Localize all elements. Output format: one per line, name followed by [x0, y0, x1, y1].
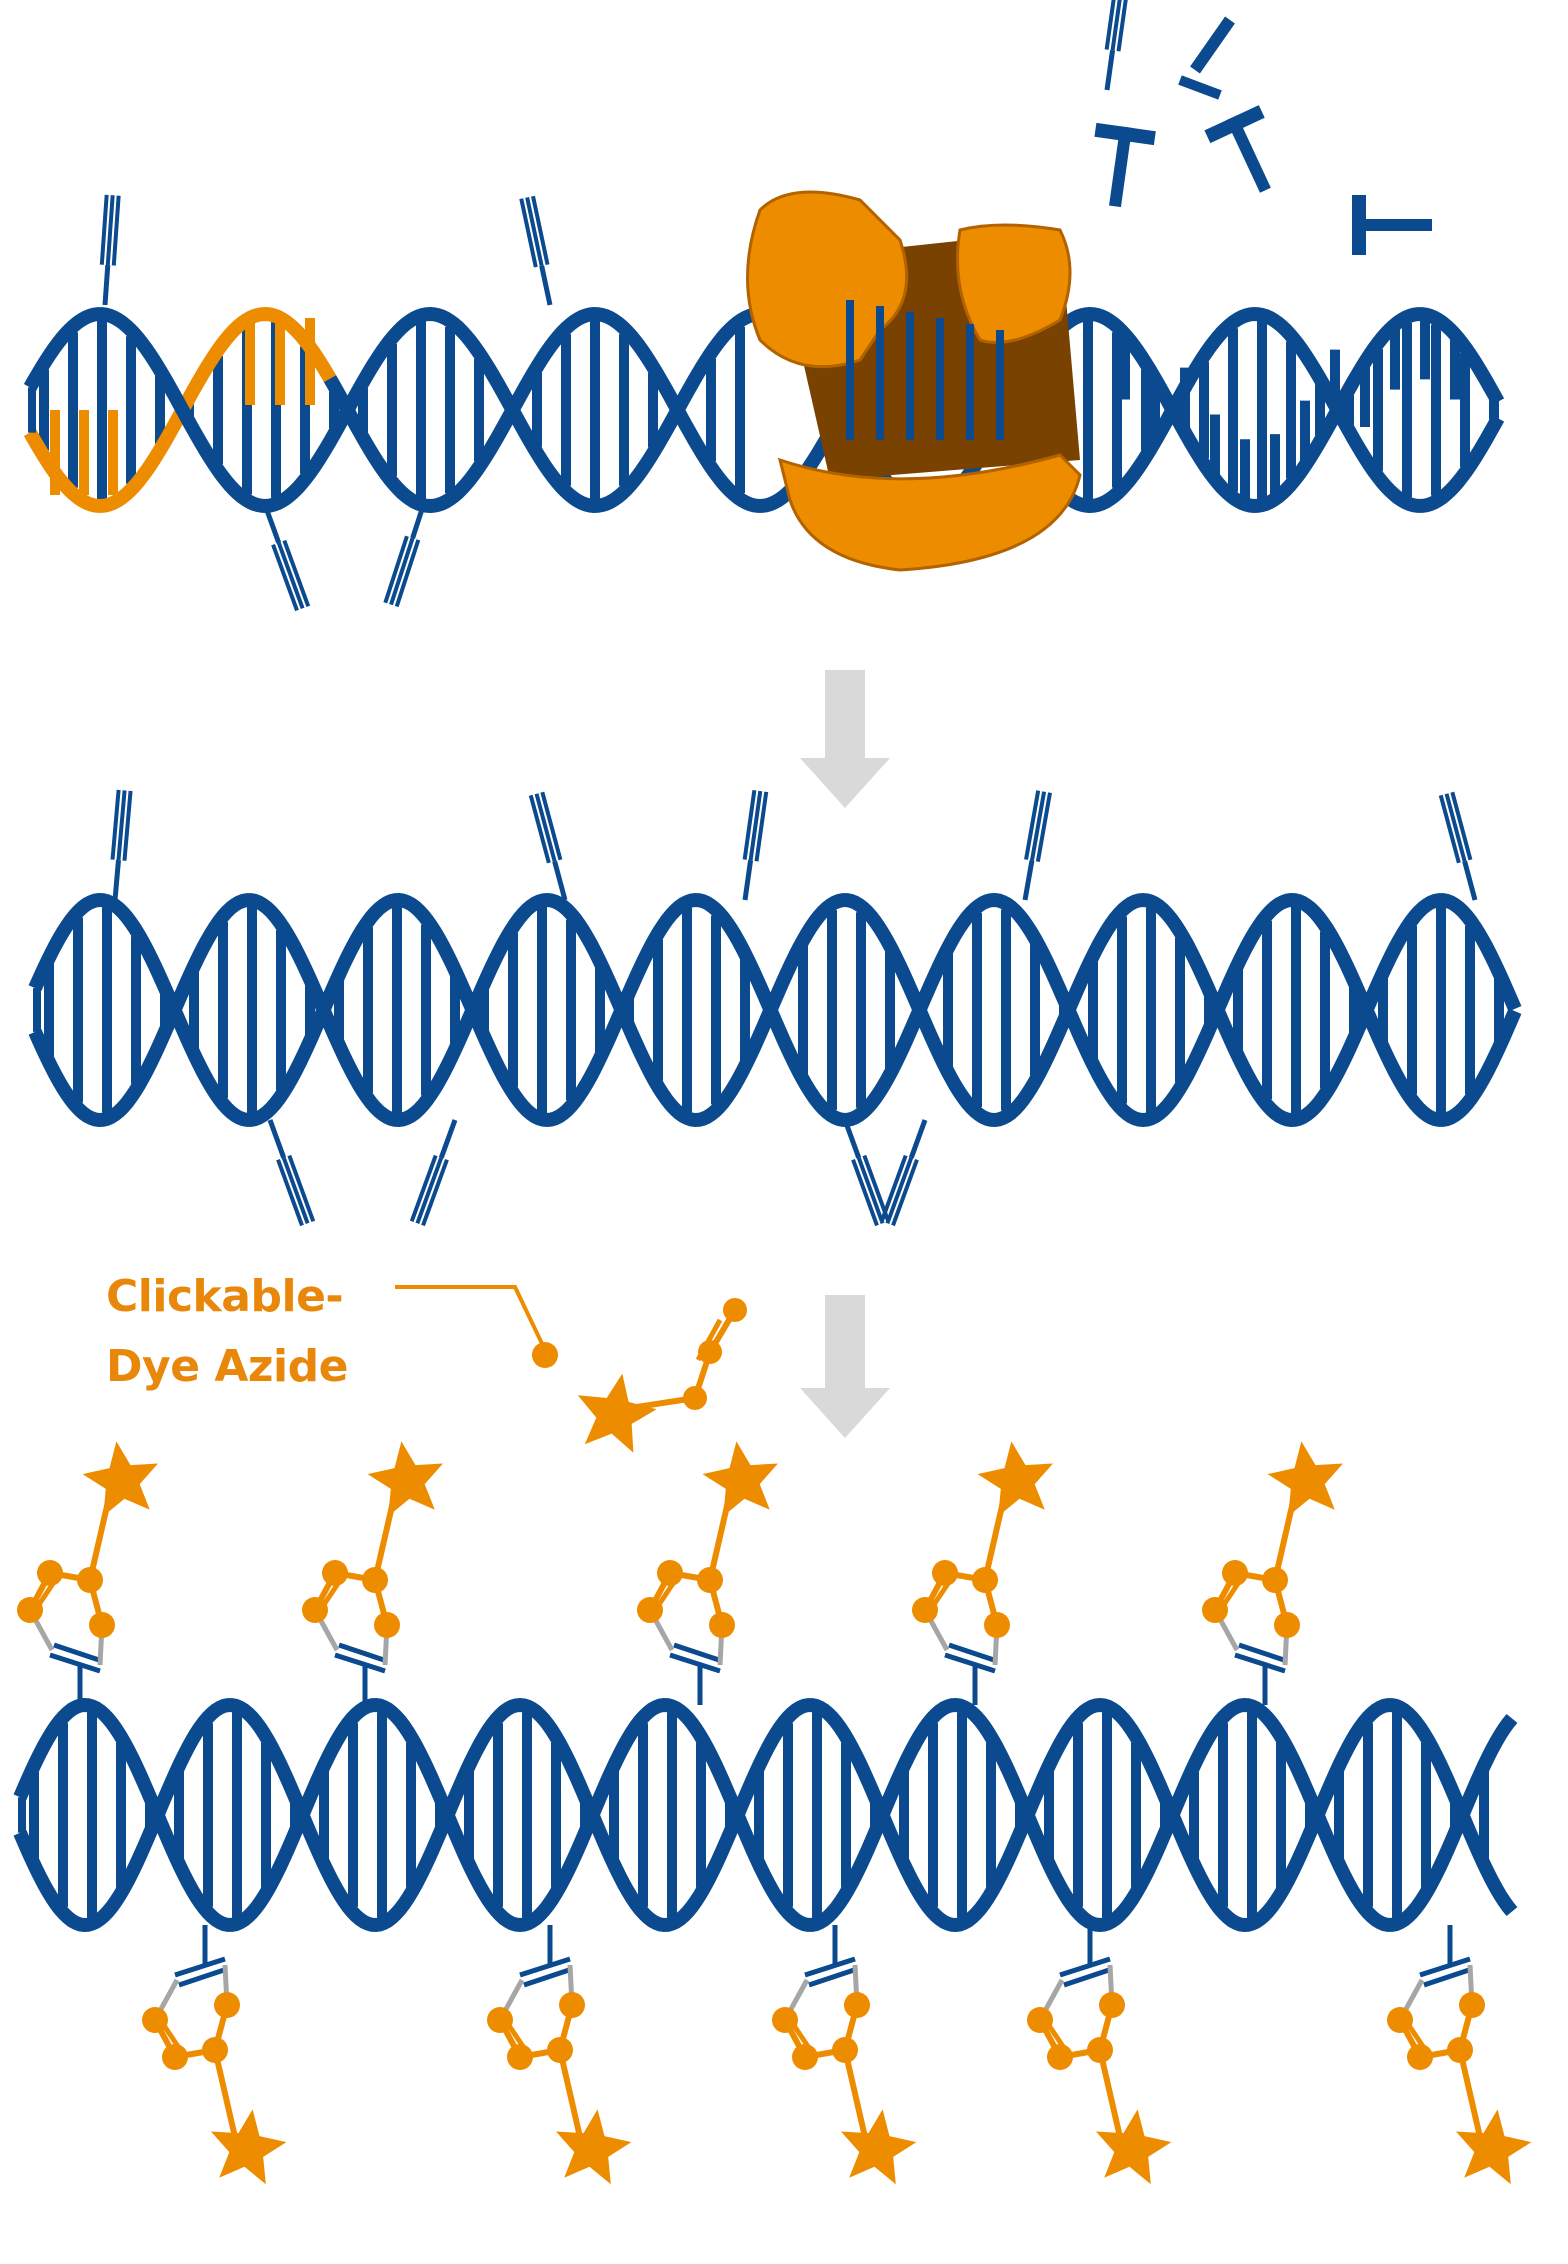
nucleotide-icon	[1190, 16, 1235, 74]
alkyne-icon	[1022, 790, 1052, 901]
atom-node	[214, 1992, 240, 2018]
atom-node	[844, 1992, 870, 2018]
triazole-dye-conjugate	[1027, 1925, 1172, 2185]
atom-node	[932, 1560, 958, 1586]
alkyne-icon	[262, 504, 311, 612]
atom-node	[142, 2007, 168, 2033]
dna-helix-dye-labeled	[13, 1441, 1532, 2185]
azide-icon	[532, 1342, 558, 1368]
star-dye-icon	[841, 2109, 917, 2185]
triazole-dye-conjugate	[772, 1925, 917, 2185]
enzyme-lobe	[777, 453, 1082, 572]
atom-node	[1274, 1612, 1300, 1638]
alkyne-icon	[1438, 791, 1478, 901]
enzyme-lobe	[956, 223, 1072, 344]
alkyne-icon	[267, 1119, 316, 1227]
alkyne-icon	[519, 195, 553, 306]
triazole-dye-conjugate	[1202, 1441, 1343, 1705]
atom-node	[657, 1560, 683, 1586]
free-nucleotides	[1094, 0, 1432, 255]
star-dye-icon	[977, 1441, 1053, 1517]
atom-node	[1027, 2007, 1053, 2033]
down-arrow-icon	[800, 670, 890, 808]
star-dye-icon	[82, 1441, 158, 1517]
dna-strand	[13, 1697, 1518, 1933]
triazole-dye-conjugate	[1387, 1925, 1532, 2185]
polymerase-icon	[746, 190, 1082, 572]
dna-helix-replication	[23, 194, 1505, 612]
down-arrow-icon	[800, 1295, 890, 1438]
alkyne-icon	[409, 1119, 458, 1227]
label-line-2: Dye Azide	[106, 1341, 348, 1392]
dna-strand	[28, 892, 1522, 1128]
alkyne-icon	[742, 789, 769, 901]
alkyne-icon	[879, 1119, 928, 1227]
nucleotide-icon	[1094, 122, 1156, 208]
star-dye-icon	[367, 1441, 443, 1517]
nucleotide-icon	[1352, 195, 1432, 255]
star-dye-icon	[577, 1373, 657, 1453]
alkyne-icon	[528, 791, 568, 901]
atom-node	[322, 1560, 348, 1586]
nucleotide-icon	[1178, 75, 1222, 100]
atom-node	[89, 1612, 115, 1638]
alkyne-icon	[1104, 0, 1128, 91]
alkyne-icon	[110, 789, 133, 901]
atom-node	[507, 2044, 533, 2070]
atom-node	[1047, 2044, 1073, 2070]
atom-node	[1202, 1597, 1228, 1623]
label-leader-line	[395, 1285, 547, 1351]
atom-node	[1407, 2044, 1433, 2070]
alkyne-icon	[383, 499, 428, 608]
triazole-dye-conjugate	[912, 1441, 1053, 1705]
atom-node	[1099, 1992, 1125, 2018]
clickable-dye-azide-label: Clickable- Dye Azide	[106, 1262, 348, 1402]
triazole-dye-conjugate	[302, 1441, 443, 1705]
atom-node	[984, 1612, 1010, 1638]
triazole-dye-conjugate	[637, 1441, 778, 1705]
star-dye-icon	[1456, 2109, 1532, 2185]
triazole-dye-conjugate	[17, 1441, 158, 1705]
nucleotide-icon	[1204, 105, 1271, 193]
enzyme-lobe	[746, 190, 909, 369]
star-dye-icon	[211, 2109, 287, 2185]
atom-node	[912, 1597, 938, 1623]
atom-node	[698, 1340, 722, 1364]
star-dye-icon	[1096, 2109, 1172, 2185]
atom-node	[374, 1612, 400, 1638]
atom-node	[792, 2044, 818, 2070]
dna-strand	[28, 892, 1522, 1128]
atom-node	[1222, 1560, 1248, 1586]
dna-strand	[13, 1697, 1518, 1933]
alkyne-icon	[842, 1119, 891, 1227]
triazole-dye-conjugate	[142, 1925, 287, 2185]
triazole-dye-conjugate	[487, 1925, 632, 2185]
atom-node	[487, 2007, 513, 2033]
atom-node	[1459, 1992, 1485, 2018]
atom-node	[302, 1597, 328, 1623]
clickable-dye-azide	[395, 1285, 747, 1453]
atom-node	[162, 2044, 188, 2070]
atom-node	[723, 1298, 747, 1322]
alkyne-icon	[99, 194, 121, 306]
star-dye-icon	[556, 2109, 632, 2185]
dna-helix-alkyne-labeled	[28, 789, 1522, 1227]
atom-node	[709, 1612, 735, 1638]
star-dye-icon	[1267, 1441, 1343, 1517]
atom-node	[17, 1597, 43, 1623]
atom-node	[683, 1386, 707, 1410]
atom-node	[559, 1992, 585, 2018]
atom-node	[772, 2007, 798, 2033]
label-line-1: Clickable-	[106, 1271, 344, 1322]
atom-node	[1387, 2007, 1413, 2033]
atom-node	[37, 1560, 63, 1586]
star-dye-icon	[702, 1441, 778, 1517]
atom-node	[637, 1597, 663, 1623]
